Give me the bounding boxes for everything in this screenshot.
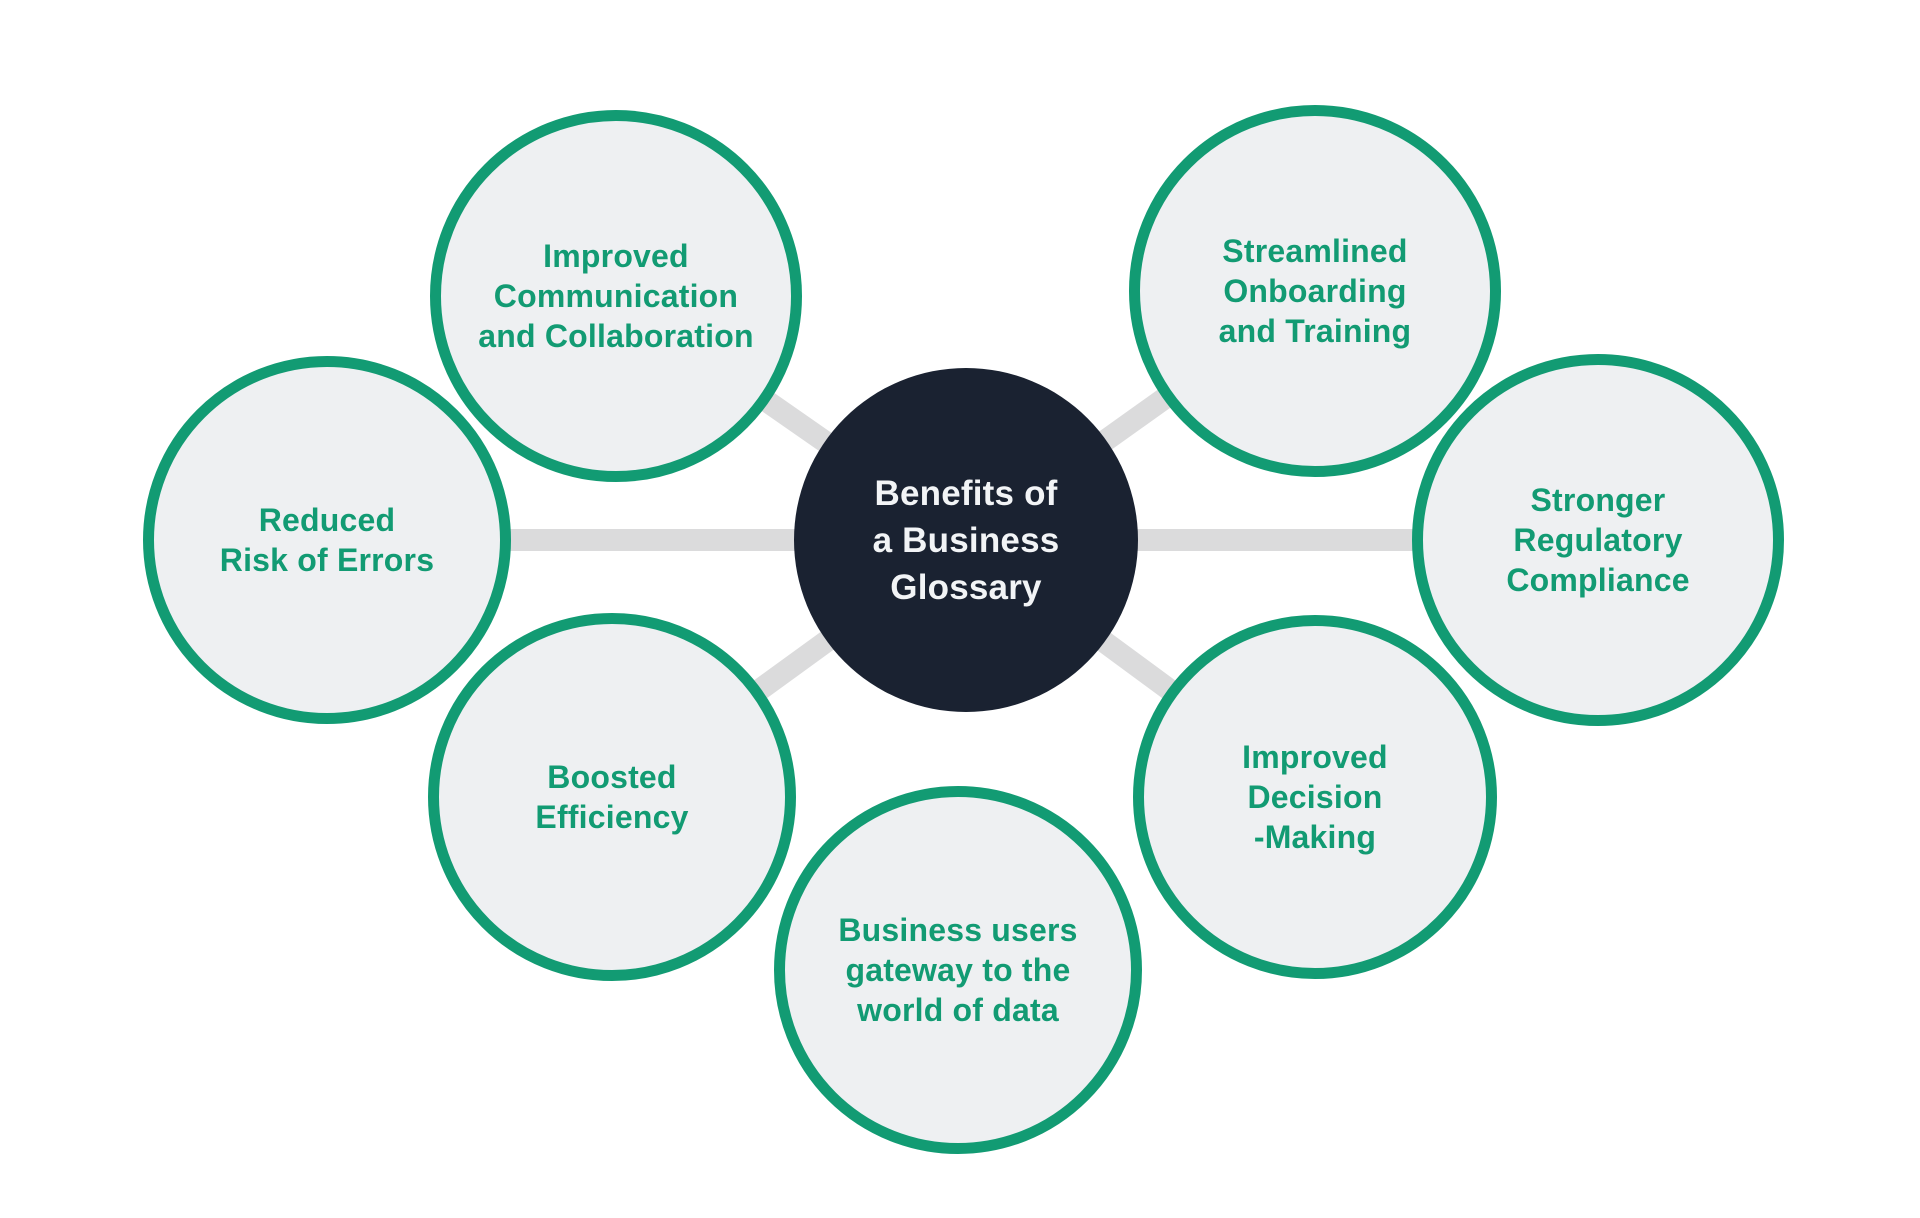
label-line: Risk of Errors	[219, 542, 435, 578]
label-line: and Training	[1218, 313, 1412, 349]
label-line: Onboarding	[1223, 273, 1407, 309]
business-users-gateway-label: Business users gateway to the world of dat…	[838, 910, 1077, 1030]
label-line: Improved	[543, 238, 689, 274]
label-line: Stronger	[1530, 482, 1666, 518]
label-line: gateway to the	[845, 952, 1071, 988]
label-line: Streamlined	[1222, 233, 1408, 269]
node-business-users-gateway: Business users gateway to the world of dat…	[774, 786, 1142, 1154]
label-line: Benefits of	[874, 473, 1058, 513]
label-line: and Collaboration	[478, 318, 754, 354]
label-line: world of data	[857, 992, 1059, 1028]
label-line: Glossary	[890, 567, 1042, 607]
label-line: Communication	[493, 278, 739, 314]
label-line: -Making	[1253, 819, 1377, 855]
label-line: Boosted	[547, 759, 677, 795]
label-line: Compliance	[1506, 562, 1690, 598]
label-line: Decision	[1247, 779, 1383, 815]
label-line: Improved	[1242, 739, 1388, 775]
label-line: a Business	[872, 520, 1060, 560]
label-line: Efficiency	[535, 799, 689, 835]
label-line: Regulatory	[1513, 522, 1683, 558]
label-line: Reduced	[258, 502, 396, 538]
label-line: Business users	[838, 912, 1078, 948]
